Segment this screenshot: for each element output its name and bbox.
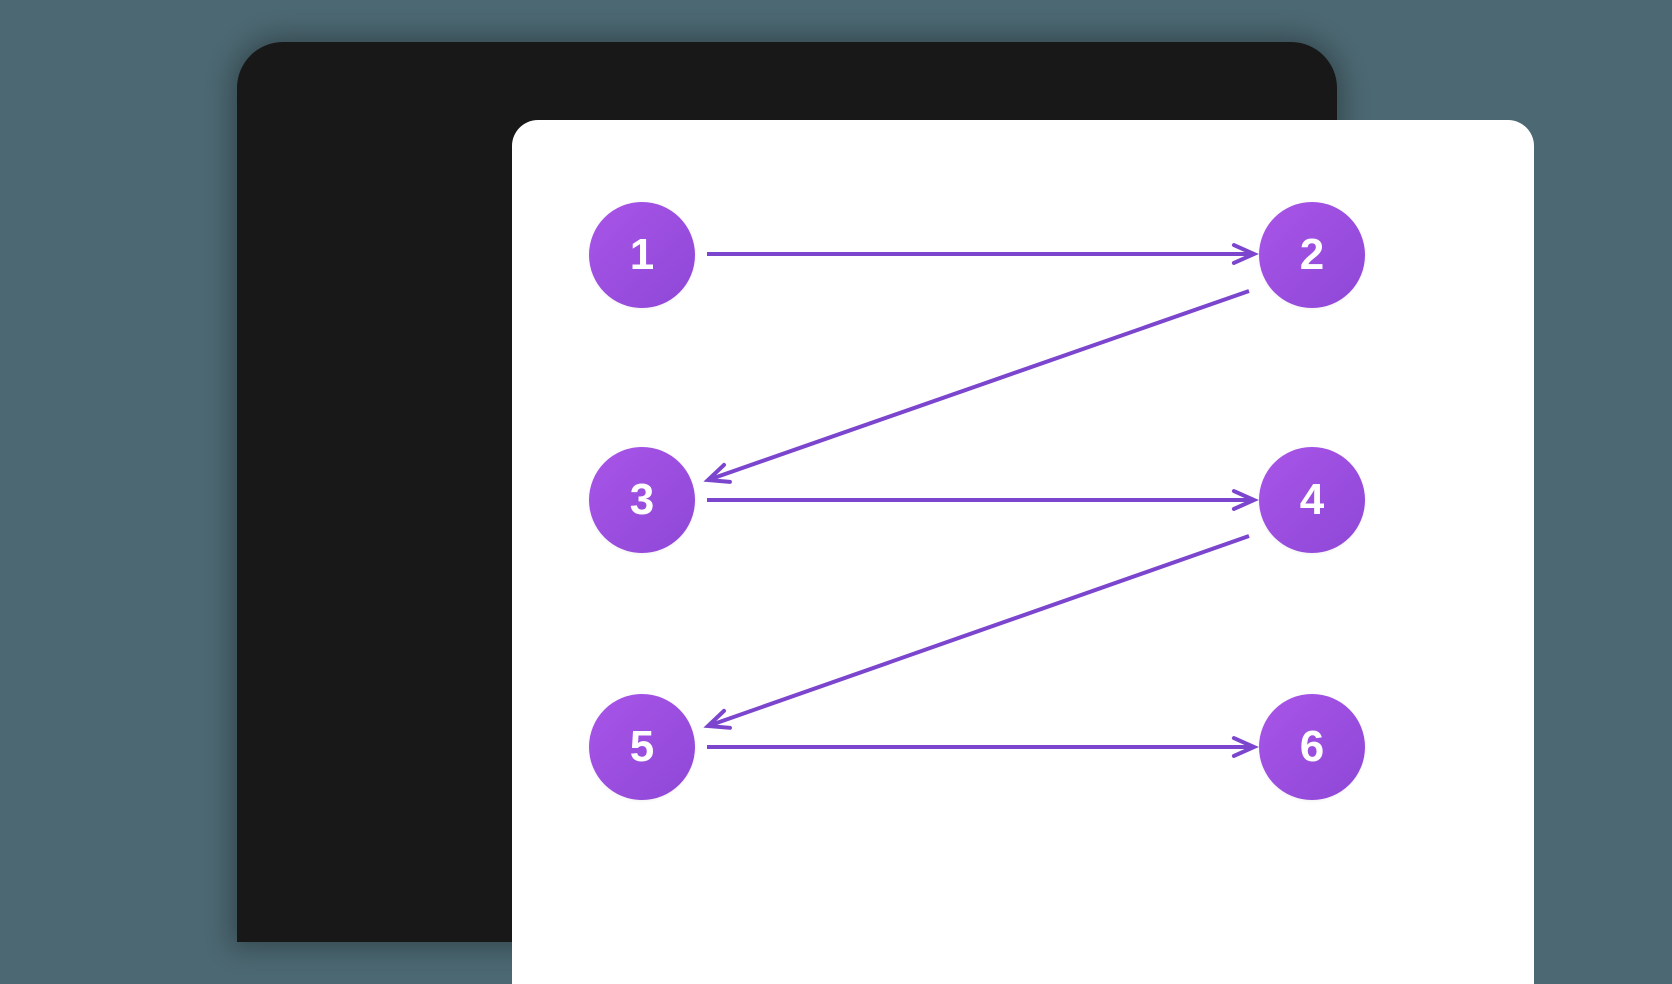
edge-2-3 [703, 289, 1250, 484]
node-6[interactable]: 6 [1259, 694, 1365, 800]
edge-line [707, 534, 1250, 728]
edge-arrowhead-icon [1231, 489, 1259, 511]
scene-root: 1 2 3 4 5 6 [237, 42, 1534, 984]
node-2[interactable]: 2 [1259, 202, 1365, 308]
edge-5-6 [707, 736, 1259, 758]
node-flow-diagram: 1 2 3 4 5 6 [512, 120, 1534, 984]
node-label: 3 [629, 475, 655, 524]
node-label: 5 [629, 722, 655, 771]
edge-arrowhead-icon [1231, 243, 1259, 265]
edge-line [707, 289, 1250, 482]
edge-arrowhead-icon [703, 708, 732, 730]
device-screen: 1 2 3 4 5 6 [512, 120, 1534, 984]
edge-arrowhead-icon [1231, 736, 1259, 758]
node-3[interactable]: 3 [589, 447, 695, 553]
edge-1-2 [707, 243, 1259, 265]
node-4[interactable]: 4 [1259, 447, 1365, 553]
edge-layer [703, 243, 1259, 758]
node-label: 4 [1299, 475, 1325, 524]
device-frame: 1 2 3 4 5 6 [237, 42, 1534, 984]
node-1[interactable]: 1 [589, 202, 695, 308]
node-label: 2 [1299, 230, 1325, 279]
node-5[interactable]: 5 [589, 694, 695, 800]
node-label: 6 [1299, 722, 1325, 771]
edge-4-5 [703, 534, 1250, 730]
edge-arrowhead-icon [703, 462, 732, 484]
node-label: 1 [629, 230, 655, 279]
edge-3-4 [707, 489, 1259, 511]
